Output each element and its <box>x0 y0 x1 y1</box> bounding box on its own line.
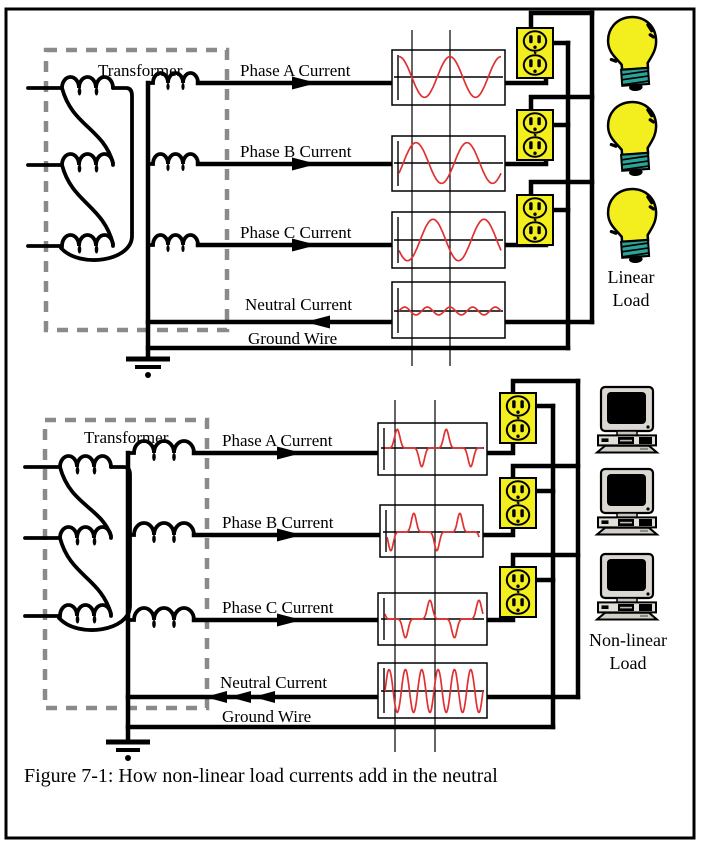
phase-b-label: Phase B Current <box>240 142 352 161</box>
current-direction-arrows <box>292 76 330 329</box>
transformer-label: Transformer <box>98 61 183 80</box>
nonlinear-load-label-line1: Non-linear <box>589 630 667 650</box>
neutral-label: Neutral Current <box>220 673 327 692</box>
ground-symbol <box>126 356 170 378</box>
oscilloscope-boxes <box>391 30 506 366</box>
computer-icon <box>595 467 659 536</box>
linear-load-label-line1: Linear <box>608 267 655 287</box>
linear-load-label-line2: Load <box>613 290 650 310</box>
nonlinear-load-label-line2: Load <box>610 653 647 673</box>
outlet-icon <box>499 477 537 529</box>
figure-caption: Figure 7-1: How non-linear load currents… <box>24 765 498 787</box>
ground-label: Ground Wire <box>248 329 337 348</box>
neutral-waveform <box>384 668 484 714</box>
linear-circuit: Transformer Phase A Current Phase B Curr… <box>26 10 662 378</box>
phase-a-label: Phase A Current <box>240 61 351 80</box>
outlet-icon <box>516 27 554 79</box>
neutral-label: Neutral Current <box>245 295 352 314</box>
phase-b-label: Phase B Current <box>222 513 334 532</box>
phase-c-waveform <box>398 218 502 262</box>
outlet-icon <box>516 194 554 246</box>
phase-b-waveform <box>386 512 480 552</box>
phase-b-waveform <box>398 141 502 185</box>
outlet-icon <box>516 109 554 161</box>
outlet-icon <box>499 566 537 618</box>
nonlinear-circuit: Transformer Phase A Current Phase B Cur <box>23 378 667 761</box>
oscilloscope-boxes <box>377 400 488 752</box>
transformer <box>26 71 200 362</box>
ground-symbol <box>106 739 150 761</box>
phase-a-label: Phase A Current <box>222 431 333 450</box>
phase-c-label: Phase C Current <box>240 223 352 242</box>
ground-label: Ground Wire <box>222 707 311 726</box>
neutral-waveform <box>398 306 502 316</box>
phase-a-waveform <box>384 428 484 468</box>
computer-icon <box>595 552 659 621</box>
phase-a-waveform <box>398 55 502 99</box>
computer-icon <box>595 385 659 454</box>
phase-c-label: Phase C Current <box>222 598 334 617</box>
outlet-icon <box>499 392 537 444</box>
transformer-label: Transformer <box>84 428 169 447</box>
phase-c-waveform <box>384 599 484 639</box>
transformer-boundary-box <box>43 47 230 333</box>
current-direction-arrows <box>205 446 302 703</box>
transformer <box>23 439 196 744</box>
